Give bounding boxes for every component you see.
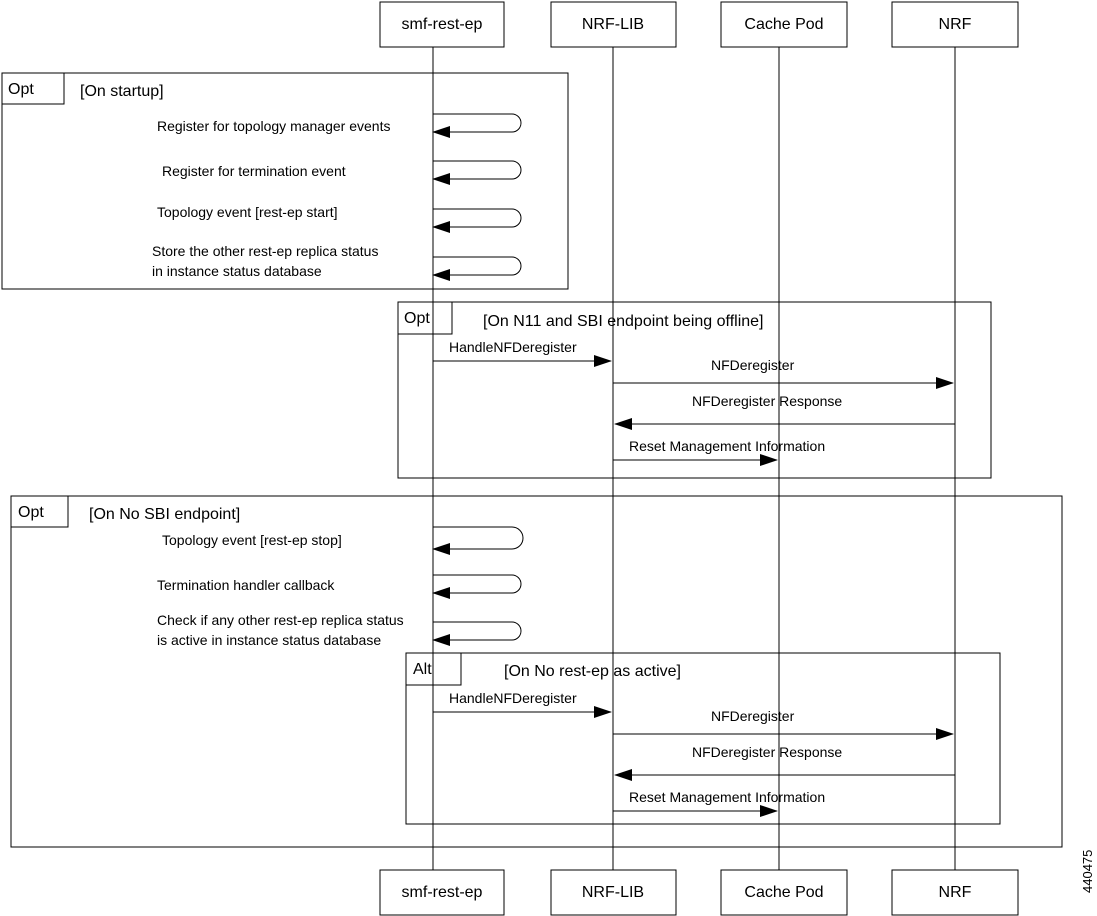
message-label: Reset Management Information <box>629 438 825 454</box>
message-m12: HandleNFDeregister <box>433 690 612 718</box>
participant-cache-bottom: Cache Pod <box>720 869 848 916</box>
message-label: Check if any other rest-ep replica statu… <box>157 612 404 628</box>
participant-label: NRF-LIB <box>582 16 644 33</box>
message-label: Topology event [rest-ep stop] <box>162 532 342 548</box>
message-m15: Reset Management Information <box>613 789 825 817</box>
message-label: NFDeregister <box>711 708 795 724</box>
participant-label: NRF <box>939 884 972 901</box>
message-m13: NFDeregister <box>613 708 954 740</box>
message-m5: HandleNFDeregister <box>433 339 612 367</box>
participant-nrf-bottom: NRF <box>891 869 1019 916</box>
message-label: Register for topology manager events <box>157 118 390 134</box>
participant-label: NRF-LIB <box>582 884 644 901</box>
frame-guard: [On No SBI endpoint] <box>89 506 240 523</box>
participant-cache-top: Cache Pod <box>720 1 848 48</box>
message-m10: Termination handler callback <box>157 574 522 599</box>
message-label: NFDeregister <box>711 357 795 373</box>
participant-lib-bottom: NRF-LIB <box>550 869 677 916</box>
message-m1: Register for topology manager events <box>157 113 522 138</box>
message-m6: NFDeregister <box>613 357 954 389</box>
message-m3: Topology event [rest-ep start] <box>157 204 522 233</box>
participant-rest-bottom: smf-rest-ep <box>379 869 505 916</box>
message-label: HandleNFDeregister <box>449 339 577 355</box>
message-m2: Register for termination event <box>162 160 522 185</box>
frame-tag: Opt <box>8 81 34 98</box>
participant-lib-top: NRF-LIB <box>550 1 677 48</box>
participant-label: Cache Pod <box>744 884 823 901</box>
message-label: Store the other rest-ep replica status <box>152 243 378 259</box>
message-label: HandleNFDeregister <box>449 690 577 706</box>
participant-label: smf-rest-ep <box>402 16 483 33</box>
message-m7: NFDeregister Response <box>614 393 955 430</box>
frame-guard: [On N11 and SBI endpoint being offline] <box>483 313 764 330</box>
participant-label: smf-rest-ep <box>402 884 483 901</box>
message-m14: NFDeregister Response <box>614 744 955 781</box>
message-label: Topology event [rest-ep start] <box>157 204 338 220</box>
frame-guard: [On No rest-ep as active] <box>504 663 681 680</box>
message-m11: Check if any other rest-ep replica statu… <box>157 612 522 648</box>
message-label: NFDeregister Response <box>692 393 842 409</box>
message-m4: Store the other rest-ep replica status i… <box>152 243 522 281</box>
participant-rest-top: smf-rest-ep <box>379 1 505 48</box>
frame-tag: Opt <box>404 310 430 327</box>
participant-label: NRF <box>939 16 972 33</box>
message-m8: Reset Management Information <box>613 438 825 466</box>
message-label: Reset Management Information <box>629 789 825 805</box>
frame-tag: Alt <box>413 661 432 678</box>
frame-opt-offline: Opt [On N11 and SBI endpoint being offli… <box>397 301 992 479</box>
frame-guard: [On startup] <box>80 83 164 100</box>
figure-id: 440475 <box>1080 850 1095 893</box>
participant-nrf-top: NRF <box>891 1 1019 48</box>
message-label: Termination handler callback <box>157 577 335 593</box>
frame-tag: Opt <box>18 504 44 521</box>
message-label: is active in instance status database <box>157 632 381 648</box>
message-label: in instance status database <box>152 263 322 279</box>
message-label: NFDeregister Response <box>692 744 842 760</box>
participant-label: Cache Pod <box>744 16 823 33</box>
frame-alt-noactive: Alt [On No rest-ep as active] <box>405 652 1001 825</box>
frame-opt-startup: Opt [On startup] <box>1 72 569 290</box>
message-label: Register for termination event <box>162 163 346 179</box>
message-m9: Topology event [rest-ep stop] <box>162 526 524 555</box>
frame-opt-nosbi: Opt [On No SBI endpoint] <box>10 495 1063 848</box>
